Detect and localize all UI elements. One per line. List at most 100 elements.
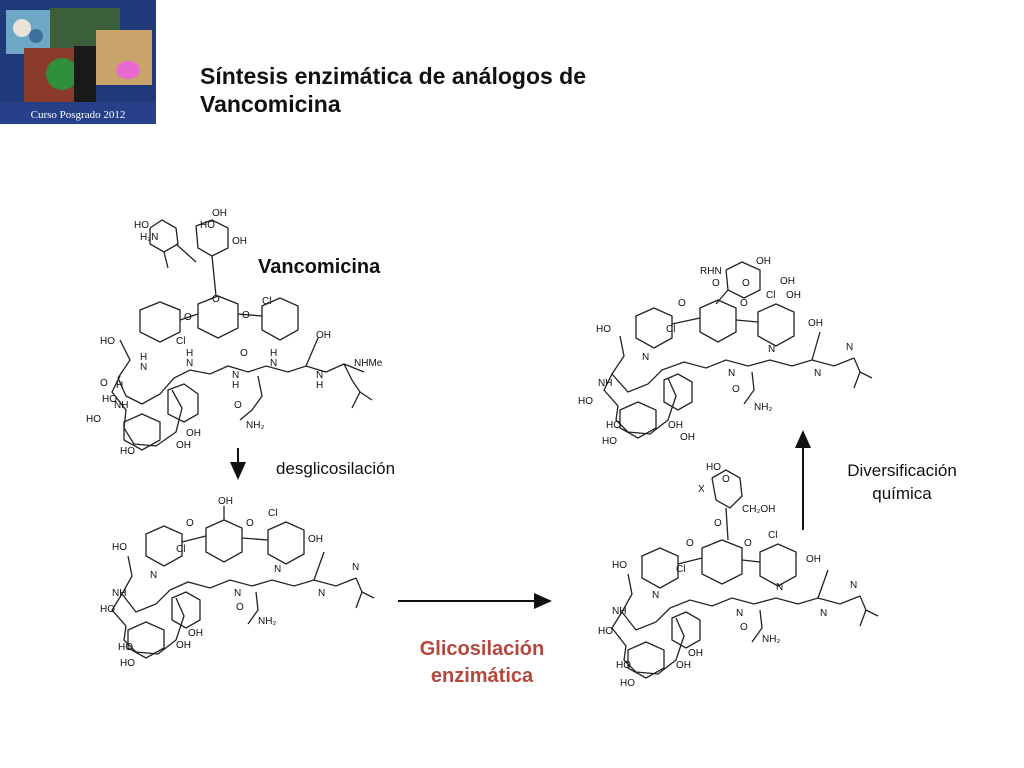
atom-label: HO [598, 626, 613, 637]
atom-label: HO [612, 560, 627, 571]
atom-label: OH [176, 640, 191, 651]
atom-label: N [274, 564, 281, 575]
atom-label: O [686, 538, 694, 549]
atom-label: N [652, 590, 659, 601]
atom-label: OH [756, 256, 771, 267]
atom-label: HO [118, 642, 133, 653]
structure-diversified: RHN OH OH O Cl OH O O O Cl HO OH NH HO H… [578, 256, 873, 447]
atom-label: N [232, 370, 239, 381]
atom-label: OH [176, 440, 191, 451]
atom-label: HO [606, 420, 621, 431]
atom-label: O [234, 400, 242, 411]
atom-label: O [186, 518, 194, 529]
atom-label: O [100, 378, 108, 389]
atom-label: OH [808, 318, 823, 329]
atom-label: Cl [262, 296, 271, 307]
atom-label: Cl [176, 336, 185, 347]
atom-label: OH [688, 648, 703, 659]
atom-label: N [736, 608, 743, 619]
atom-label: HO [86, 414, 101, 425]
atom-label: CH₂OH [742, 504, 775, 515]
label-glicosilacion: Glicosilación enzimática [398, 636, 566, 690]
label-vancomicina: Vancomicina [258, 256, 381, 278]
structure-aglycone: OH O O Cl Cl HO OH HO NH HO HO OH OH N N… [100, 496, 375, 669]
structure-glycosylated: HO O X CH₂OH O O O Cl Cl HO OH NH HO HO … [598, 462, 879, 689]
atom-label: O [712, 278, 720, 289]
title-line-2: Vancomicina [200, 91, 341, 117]
atom-label: HO [112, 542, 127, 553]
atom-label: HO [200, 220, 215, 231]
atom-label: O [212, 294, 220, 305]
logo-collage-image [6, 8, 152, 104]
atom-label: HO [602, 436, 617, 447]
atom-label: HO [100, 604, 115, 615]
atom-label: NH [114, 400, 128, 411]
atom-label: NH₂ [754, 402, 772, 413]
atom-label: HO [100, 336, 115, 347]
atom-label: OH [668, 420, 683, 431]
title-line-1: Síntesis enzimática de análogos de [200, 63, 587, 89]
atom-label: NH [612, 606, 626, 617]
atom-label: N [768, 344, 775, 355]
atom-label: NH₂ [246, 420, 264, 431]
label-desglicosilacion: desglicosilación [276, 459, 396, 478]
atom-label: OH [806, 554, 821, 565]
atom-label: N [846, 342, 853, 353]
atom-label: N [234, 588, 241, 599]
atom-label: HO [706, 462, 721, 473]
atom-label: OH [316, 330, 331, 341]
atom-label: RHN [700, 266, 722, 277]
atom-label: HO [620, 678, 635, 689]
atom-label: H [232, 380, 239, 391]
atom-label: HO [134, 220, 149, 231]
label-diversificacion: Diversificación química [832, 459, 972, 505]
atom-label: OH [676, 660, 691, 671]
atom-label: Cl [268, 508, 277, 519]
atom-label: NH [598, 378, 612, 389]
logo-caption-band [0, 102, 156, 124]
atom-label: H [270, 348, 277, 359]
atom-label: Cl [766, 290, 775, 301]
atom-label: O [184, 312, 192, 323]
atom-label: OH [186, 428, 201, 439]
atom-label: H [140, 352, 147, 363]
atom-label: OH [780, 276, 795, 287]
atom-label: N [642, 352, 649, 363]
atom-label: N [316, 370, 323, 381]
logo-caption: Curso Posgrado 2012 [30, 109, 126, 121]
atom-label: H₂N [140, 232, 158, 243]
atom-label: H [316, 380, 323, 391]
atom-label: O [740, 622, 748, 633]
atom-label: H [186, 348, 193, 359]
atom-label: O [740, 298, 748, 309]
structure-vancomicina: HO H₂N OH HO OH O O O Cl Cl HO OH H N O … [86, 208, 383, 457]
atom-label: Cl [676, 564, 685, 575]
label-diversificacion-line-2: química [872, 484, 932, 503]
atom-label: OH [218, 496, 233, 507]
atom-label: N [186, 358, 193, 369]
atom-label: N [352, 562, 359, 573]
label-glicosilacion-line-1: Glicosilación [419, 638, 545, 660]
atom-label: N [728, 368, 735, 379]
atom-label: HO [616, 660, 631, 671]
atom-label: N [820, 608, 827, 619]
label-diversificacion-line-1: Diversificación [847, 461, 957, 480]
atom-label: NHMe [354, 358, 383, 369]
label-glicosilacion-line-2: enzimática [430, 665, 534, 687]
atom-label: HO [120, 658, 135, 669]
atom-label: HO [596, 324, 611, 335]
atom-label: N [150, 570, 157, 581]
atom-label: OH [786, 290, 801, 301]
atom-label: N [318, 588, 325, 599]
slide-title: Síntesis enzimática de análogos de Vanco… [200, 62, 720, 118]
atom-label: Cl [768, 530, 777, 541]
atom-label: O [240, 348, 248, 359]
atom-label: H [116, 380, 123, 391]
atom-label: O [246, 518, 254, 529]
atom-label: OH [232, 236, 247, 247]
atom-label: OH [212, 208, 227, 219]
atom-label: OH [188, 628, 203, 639]
atom-label: O [722, 474, 730, 485]
